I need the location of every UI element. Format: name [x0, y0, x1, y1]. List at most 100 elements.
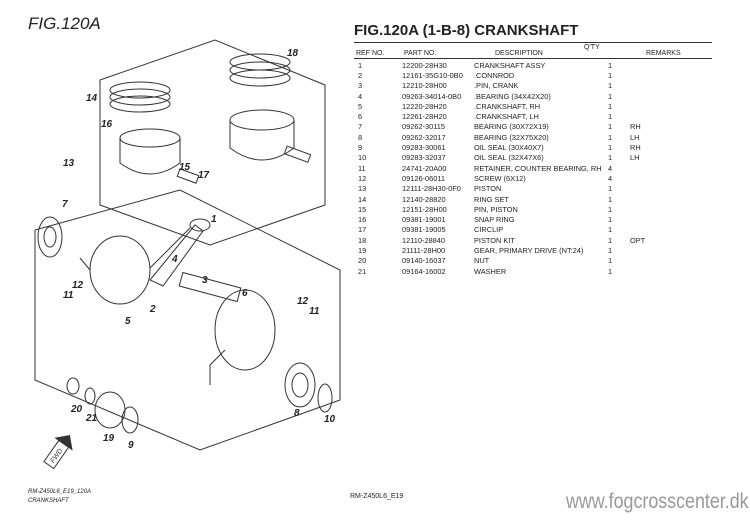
cell-remarks: [630, 70, 690, 80]
nut-washer: [66, 377, 96, 405]
cell-part-no: 12161-35G10-0B0: [402, 70, 463, 80]
cell-qty: 1: [608, 153, 613, 163]
callout-label: 8: [294, 408, 300, 419]
callout-label: 15: [179, 162, 191, 173]
footer-model: RM-Z450L6_E19: [350, 493, 404, 500]
cell-qty: 1: [608, 132, 613, 142]
cell-ref: 7: [358, 122, 363, 132]
cell-part-no: 09262-30115: [402, 122, 446, 132]
cell-qty: 4: [608, 163, 613, 173]
callout-label: 4: [172, 254, 178, 265]
cell-ref: 20: [358, 256, 367, 266]
cell-part-no: 09381-19005: [402, 225, 446, 235]
callout-label: 19: [103, 433, 115, 444]
cell-part-no: 09262-32017: [402, 132, 446, 142]
cell-description: .CRANKSHAFT, LH: [474, 112, 539, 122]
cell-remarks: [630, 266, 690, 276]
cell-qty: 1: [608, 204, 613, 214]
callout-label: 13: [63, 158, 75, 169]
cell-description: RETAINER, COUNTER BEARING, RH: [474, 163, 602, 173]
primary-gear: [94, 391, 139, 434]
cell-description: GEAR, PRIMARY DRIVE (NT:24): [474, 245, 584, 255]
header-desc: DESCRIPTION: [495, 50, 543, 57]
cell-description: BEARING (30X72X19): [474, 122, 549, 132]
cell-part-no: 09164-16002: [402, 266, 446, 276]
cell-ref: 4: [358, 91, 363, 101]
cell-part-no: 12140-28820: [402, 194, 446, 204]
cell-ref: 16: [358, 215, 367, 225]
cell-qty: 1: [608, 215, 613, 225]
cell-qty: 1: [608, 194, 613, 204]
cell-part-no: 21111-28H00: [402, 245, 446, 255]
cell-remarks: [630, 214, 690, 224]
cell-part-no: 09283-32037: [402, 153, 446, 163]
cell-ref: 17: [358, 225, 367, 235]
cell-description: OIL SEAL (30X40X7): [474, 143, 544, 153]
crank-bearing-7: [37, 216, 63, 258]
cell-qty: 1: [608, 81, 613, 91]
cell-description: .PIN, CRANK: [474, 81, 519, 91]
cell-part-no: 12220-28H20: [402, 101, 447, 111]
cell-remarks: RH: [630, 143, 641, 153]
cell-description: PIN, PISTON: [474, 204, 518, 214]
cell-remarks: [630, 204, 690, 214]
crank-pin: [178, 271, 242, 303]
cell-qty: 4: [608, 173, 613, 183]
cell-remarks: [630, 81, 690, 91]
cell-part-no: 24741-20A00: [402, 163, 447, 173]
table-row: 19 21111-28H00 GEAR, PRIMARY DRIVE (NT:24)…: [354, 245, 690, 255]
kit-rings: [229, 53, 291, 87]
cell-ref: 1: [358, 60, 363, 70]
cell-ref: 3: [358, 81, 363, 91]
cell-description: .BEARING (34X42X20): [474, 91, 551, 101]
table-row: 10 09283-32037 OIL SEAL (32X47X6) 1 LH: [354, 153, 690, 163]
piston-pin: [176, 145, 312, 184]
crankshaft-box: [34, 189, 341, 451]
cell-ref: 13: [358, 184, 367, 194]
figure-label: FIG.120A: [28, 14, 101, 33]
cell-qty: 1: [608, 91, 613, 101]
cell-ref: 14: [358, 194, 367, 204]
cell-qty: 1: [608, 256, 613, 266]
cell-ref: 10: [358, 153, 367, 163]
cell-remarks: LH: [630, 153, 640, 163]
cell-remarks: LH: [630, 132, 640, 142]
cell-part-no: 12151-28H00: [402, 204, 447, 214]
cell-description: NUT: [474, 256, 490, 266]
callout-label: 9: [128, 440, 134, 451]
cell-ref: 11: [358, 163, 366, 173]
cell-ref: 5: [358, 101, 363, 111]
cell-qty: 1: [608, 60, 613, 70]
cell-description: WASHER: [474, 266, 507, 276]
cell-description: .CONNROD: [474, 70, 515, 80]
footer-section: CRANKSHAFT: [28, 498, 69, 504]
callout-label: 14: [86, 93, 98, 104]
cell-part-no: 12200-28H30: [402, 60, 447, 70]
cell-ref: 9: [358, 143, 363, 153]
cell-qty: 1: [608, 245, 613, 255]
callout-label: 11: [63, 290, 74, 301]
cell-qty: 1: [608, 143, 613, 153]
header-remarks: REMARKS: [646, 50, 681, 57]
callout-label: 11: [309, 306, 320, 317]
cell-description: OIL SEAL (32X47X6): [474, 153, 544, 163]
bearing-8: [284, 362, 316, 408]
fwd-arrow: FWD: [43, 435, 73, 470]
cell-ref: 19: [358, 245, 367, 255]
cell-remarks: [630, 225, 690, 235]
title-rule: [354, 42, 712, 43]
cell-remarks: RH: [630, 122, 641, 132]
cell-remarks: [630, 194, 690, 204]
